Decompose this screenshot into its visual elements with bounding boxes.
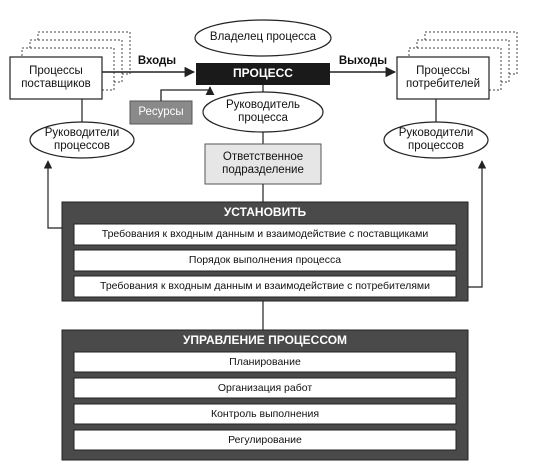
establish-item: Требования к входным данным и взаимодейс… — [101, 228, 429, 241]
management-item: Планирование — [229, 355, 301, 368]
establish-item: Порядок выполнения процесса — [188, 254, 342, 267]
supplier-processes-label: Процессы поставщиков — [21, 64, 91, 90]
responsible-unit-box — [204, 143, 322, 185]
management-item: Регулирование — [228, 433, 302, 446]
management-item: Контроль выполнения — [210, 407, 320, 420]
management-row-4 — [73, 429, 457, 451]
management-title: УПРАВЛЕНИЕ ПРОЦЕССОМ — [182, 333, 348, 348]
management-row-2 — [73, 377, 457, 399]
process-bar — [196, 63, 330, 85]
left-managers-label: Руководители процессов — [44, 126, 120, 152]
establish-title: УСТАНОВИТЬ — [223, 205, 307, 220]
inputs-label: Входы — [137, 55, 177, 68]
consumer-processes-box — [396, 56, 490, 100]
consumer-processes-label: Процессы потребителей — [406, 64, 480, 90]
resources-arrow — [160, 86, 215, 101]
right-feedback-arrow — [468, 160, 487, 288]
process-owner-ellipse — [194, 19, 332, 57]
process-manager-label: Руководитель процесса — [225, 98, 301, 124]
management-row-3 — [73, 403, 457, 425]
establish-row-3 — [73, 275, 457, 298]
establish-item: Требования к входным данным и взаимодейс… — [100, 280, 430, 293]
resources-label: Ресурсы — [138, 105, 184, 118]
management-row-1 — [73, 351, 457, 373]
establish-row-2 — [73, 249, 457, 272]
process-label: ПРОЦЕСС — [233, 66, 293, 81]
management-item: Организация работ — [217, 381, 313, 394]
outputs-label: Выходы — [338, 55, 388, 68]
responsible-unit-label: Ответственное подразделение — [222, 150, 304, 176]
establish-row-1 — [73, 223, 457, 246]
left-feedback-arrow — [43, 160, 62, 229]
right-managers-label: Руководители процессов — [398, 126, 474, 152]
process-owner-label: Владелец процесса — [209, 31, 317, 44]
supplier-processes-box — [9, 56, 103, 100]
